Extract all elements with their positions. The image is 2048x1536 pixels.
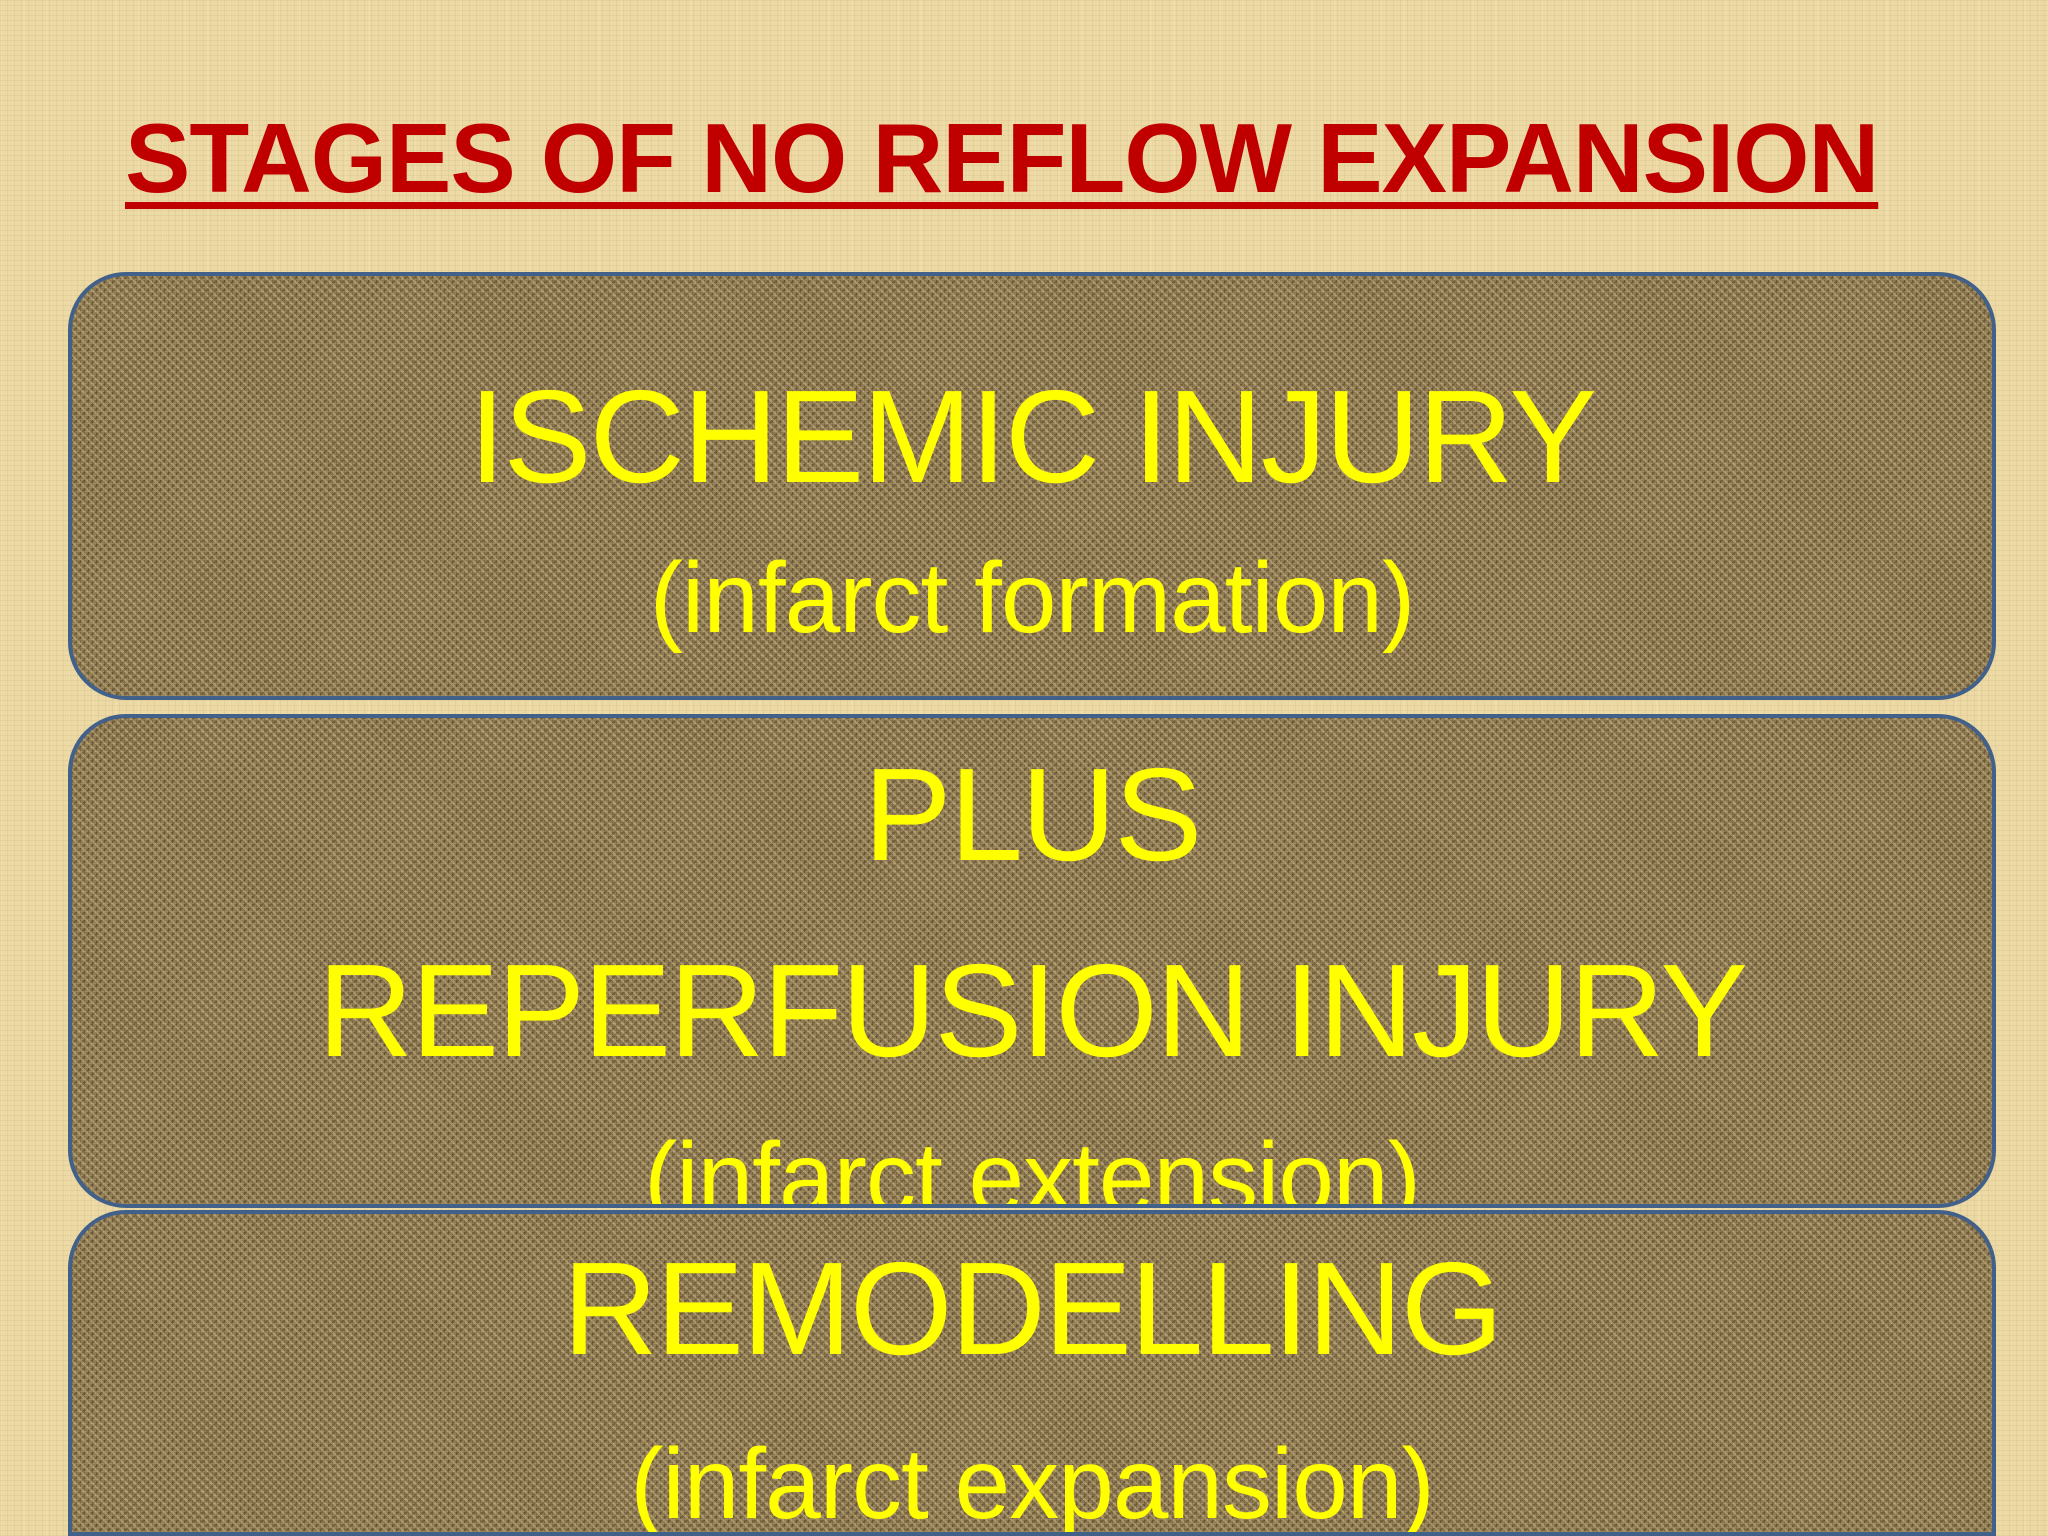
stage-heading: ISCHEMIC INJURY [468,363,1597,510]
stage-box-ischemic-injury: ISCHEMIC INJURY (infarct formation) [68,272,1996,700]
stage-heading-line1: PLUS [863,741,1203,888]
stage-subtitle: (infarct expansion) [630,1428,1435,1536]
slide-title: STAGES OF NO REFLOW EXPANSION [125,103,1879,213]
stage-box-reperfusion-injury: PLUS REPERFUSION INJURY (infarct extensi… [68,714,1996,1208]
stage-box-remodelling: REMODELLING (infarct expansion) [68,1210,1996,1536]
stage-heading: REMODELLING [562,1235,1504,1382]
stage-subtitle: (infarct formation) [649,542,1416,654]
stage-heading-line2: REPERFUSION INJURY [317,937,1748,1084]
stage-subtitle: (infarct extension) [644,1122,1421,1208]
